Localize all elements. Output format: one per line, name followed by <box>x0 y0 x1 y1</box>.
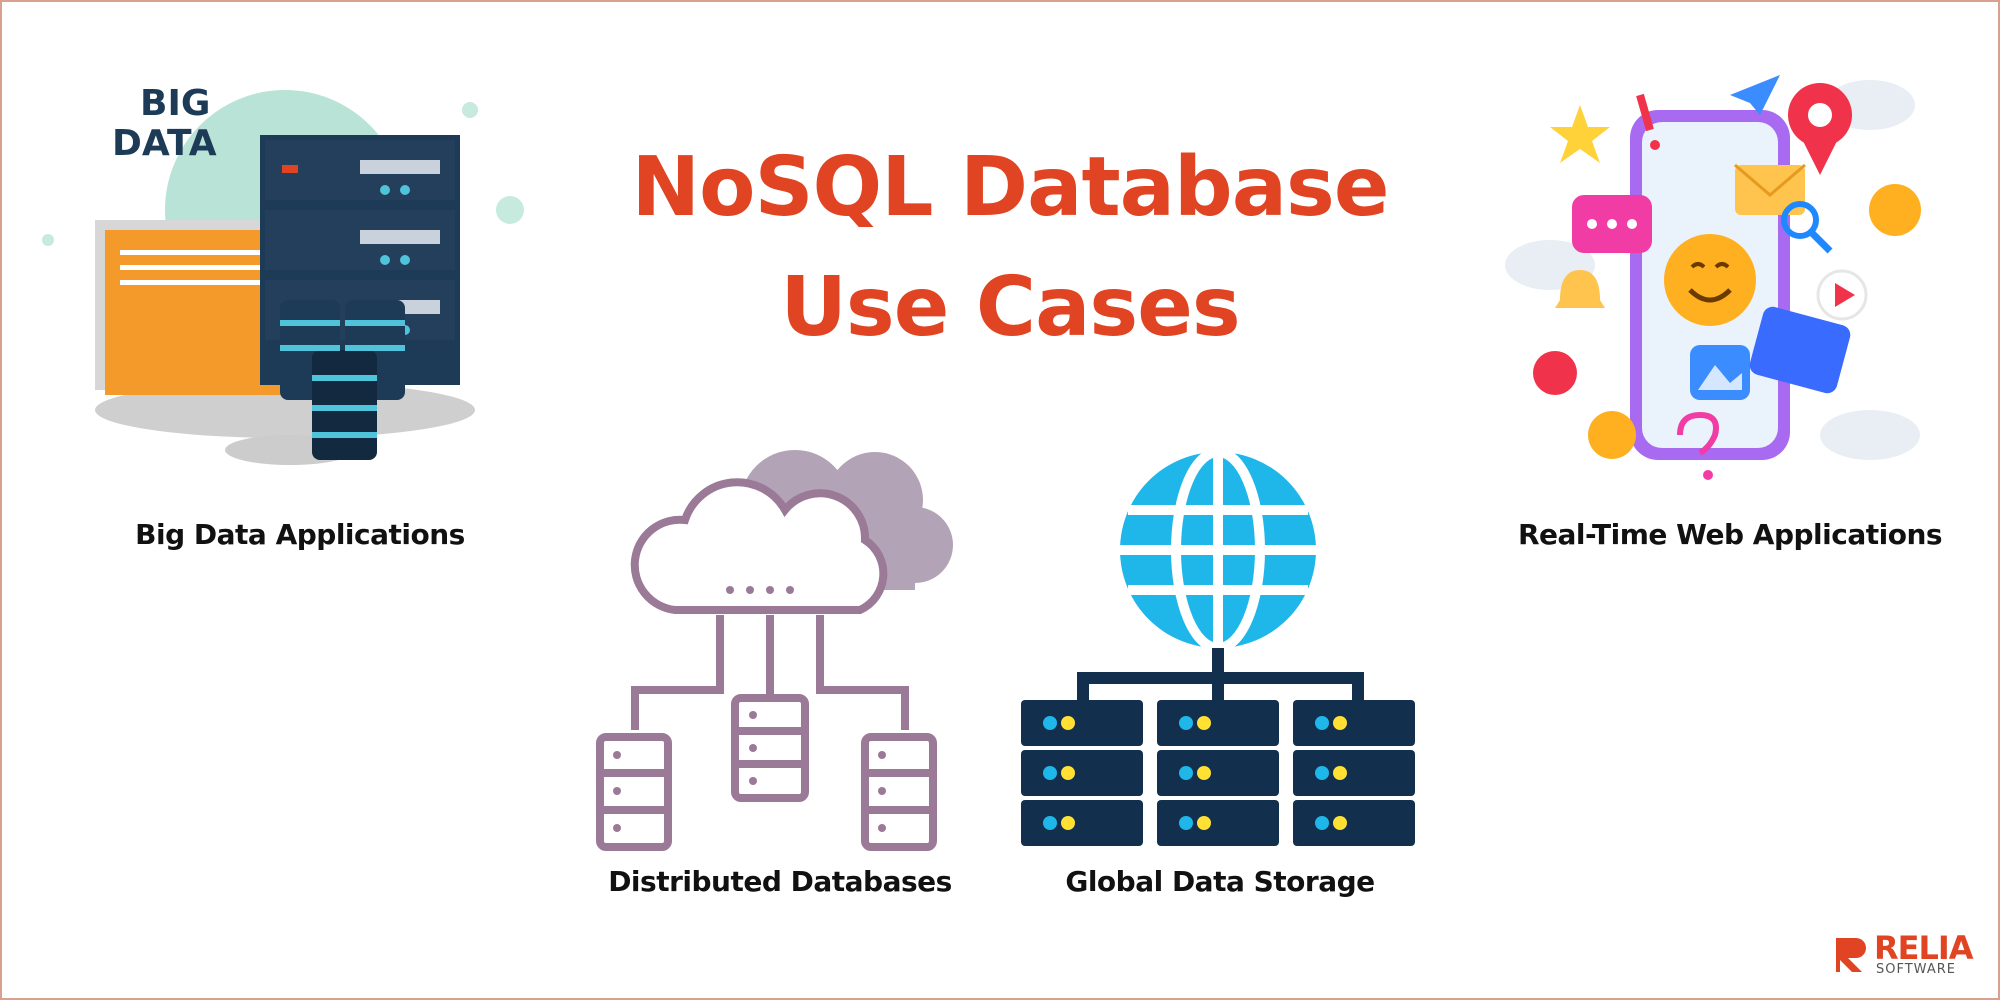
globe-servers-icon <box>1021 450 1415 846</box>
caption-global-data-storage: Global Data Storage <box>1065 865 1375 898</box>
big-data-label-2: DATA <box>112 123 217 164</box>
big-data-label-1: BIG <box>140 83 210 124</box>
page-title: NoSQL Database Use Cases <box>560 128 1460 368</box>
brand-logo: RELIA SOFTWARE <box>1832 929 1974 980</box>
cloud-network-icon <box>596 450 953 851</box>
caption-big-data-applications: Big Data Applications <box>135 518 465 551</box>
brand-name: RELIA <box>1874 929 1974 967</box>
title-line-1: NoSQL Database <box>631 140 1390 235</box>
smartphone-notifications-icon <box>1505 75 1921 480</box>
brand-sub: SOFTWARE <box>1876 962 1956 977</box>
big-data-servers-icon: BIG DATA <box>42 83 524 465</box>
caption-real-time-web-applications: Real-Time Web Applications <box>1517 518 1943 551</box>
title-line-2: Use Cases <box>780 260 1240 355</box>
caption-distributed-databases: Distributed Databases <box>608 865 952 898</box>
relia-logo-icon <box>1836 938 1866 972</box>
